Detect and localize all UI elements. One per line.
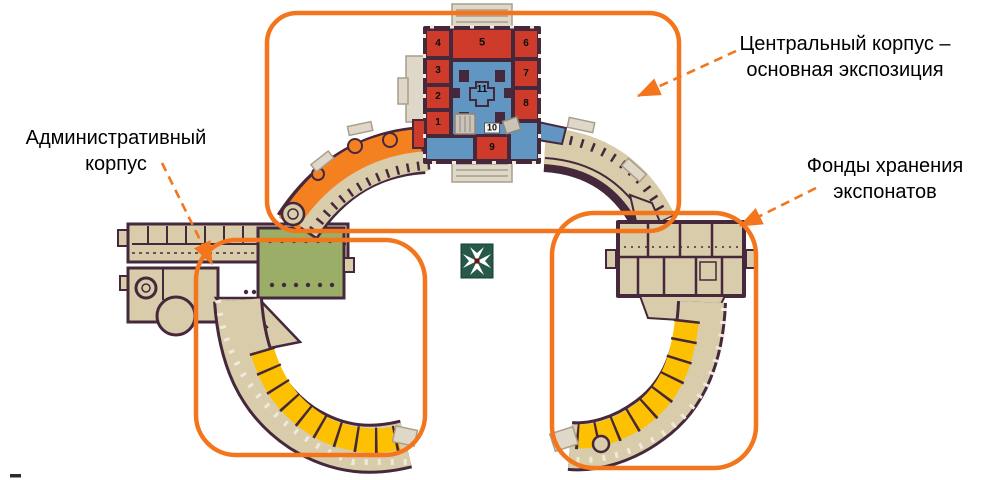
room-number-10: 10: [483, 122, 501, 134]
highlight-admin-wing-region: [193, 237, 428, 458]
window-ticks: [423, 25, 541, 164]
room-number-1: 1: [435, 117, 441, 128]
exposition-rooms-red: [427, 30, 537, 159]
room-number-3: 3: [435, 65, 441, 76]
cropped-mark: [10, 474, 21, 478]
central-callout-line1: Центральный корпус –: [739, 33, 951, 55]
left-wing-curve: [213, 297, 419, 474]
arrow-to-admin: [160, 162, 214, 266]
storage-callout-line1: Фонды хранения: [806, 155, 964, 177]
room-number-7: 7: [523, 68, 529, 79]
admin-callout-line2: корпус: [85, 153, 147, 175]
arrow-to-central: [636, 49, 737, 98]
highlight-storage-region: [549, 210, 759, 471]
central-callout-line2: основная экспозиция: [746, 59, 944, 81]
room-number-6: 6: [523, 38, 529, 49]
admin-callout-line1: Административный: [25, 127, 207, 149]
storage-callout-line2: экспонатов: [833, 181, 937, 203]
room-number-8: 8: [523, 98, 529, 109]
storage-wing-curve: [548, 295, 727, 472]
storage-building-plan: [548, 220, 757, 472]
central-building-plan: [397, 3, 541, 183]
central-callout: Центральный корпус – основная экспозиция: [700, 31, 990, 83]
room-number-2: 2: [435, 91, 441, 102]
left-colonnade-arc: [276, 120, 431, 241]
room-number-4: 4: [435, 38, 441, 49]
right-colonnade-arc: [537, 116, 675, 236]
compass-rose-icon: [460, 243, 494, 279]
storage-callout: Фонды хранения экспонатов: [772, 153, 998, 205]
portico-steps: [397, 3, 513, 183]
room-number-5: 5: [478, 36, 486, 49]
room-number-9: 9: [489, 142, 495, 153]
admin-callout: Административный корпус: [8, 125, 224, 177]
room-number-11: 11: [476, 84, 488, 95]
highlight-central-region: [264, 10, 682, 234]
